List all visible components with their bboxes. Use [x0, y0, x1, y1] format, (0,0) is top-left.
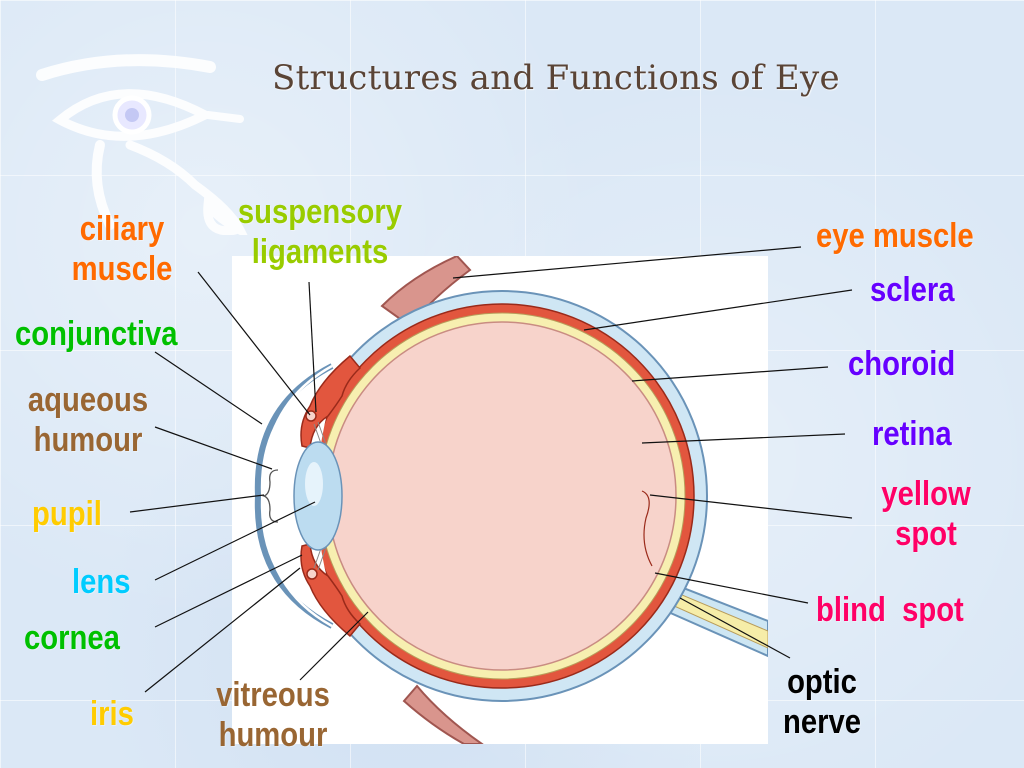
eye-cross-section [232, 256, 768, 744]
label-choroid: choroid [848, 345, 956, 383]
label-yellow-spot: yellow spot [881, 475, 971, 553]
label-iris: iris [90, 695, 134, 733]
ciliary-muscle-lower [306, 568, 318, 580]
label-ciliary-muscle: ciliary muscle [71, 210, 173, 288]
label-suspensory-ligaments: suspensory ligaments [237, 193, 403, 271]
page-title: Structures and Functions of Eye [272, 58, 840, 98]
label-optic-nerve: optic nerve [782, 663, 862, 741]
label-vitreous-humour: vitreous humour [216, 676, 330, 754]
label-pupil: pupil [32, 495, 102, 533]
label-sclera: sclera [870, 271, 955, 309]
label-eye-muscle: eye muscle [816, 217, 974, 255]
ciliary-muscle-upper [305, 410, 317, 422]
eye-of-horus-icon [36, 54, 248, 235]
label-cornea: cornea [24, 619, 120, 657]
label-lens: lens [72, 563, 131, 601]
label-blind-spot: blind spot [816, 591, 964, 629]
vitreous-body [327, 321, 677, 671]
label-aqueous-humour: aqueous humour [27, 381, 149, 459]
eye-muscle-lower [402, 684, 484, 744]
diagram-panel [232, 256, 768, 744]
label-retina: retina [872, 415, 952, 453]
label-conjunctiva: conjunctiva [15, 315, 178, 353]
